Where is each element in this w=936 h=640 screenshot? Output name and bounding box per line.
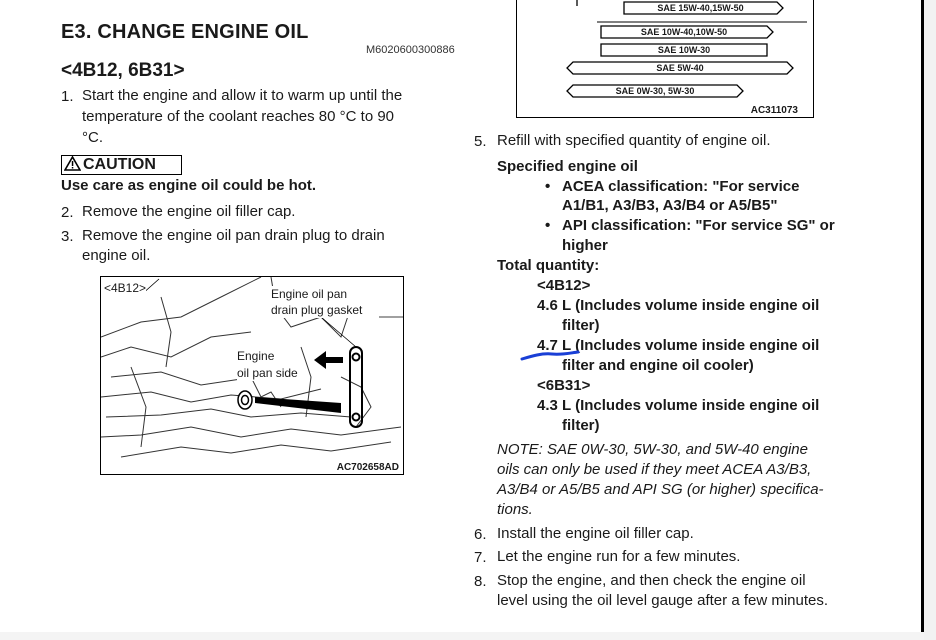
gasket-label-line-2: drain plug gasket	[271, 302, 363, 318]
page-right-border	[921, 0, 924, 640]
note-line-2: oils can only be used if they meet ACEA …	[497, 461, 812, 478]
figure-code: AC311073	[750, 105, 798, 116]
engine-models-subtitle: <4B12, 6B31>	[61, 60, 185, 81]
step-7-text: Let the engine run for a few minutes.	[497, 548, 741, 565]
api-line-2: higher	[562, 237, 608, 254]
6b31-tag: <6B31>	[537, 377, 591, 394]
oil-pan-side-label-line-1: Engine	[237, 348, 275, 364]
blue-pen-underline	[520, 350, 580, 361]
quantity-4-6-line-2: filter)	[562, 317, 600, 334]
engine-oil-pan-illustration	[101, 277, 403, 458]
step-3-number: 3.	[61, 228, 74, 245]
oil-viscosity-figure: SAE 15W-40,15W-50 SAE 10W-40,10W-50 SAE …	[516, 0, 814, 118]
step-1-line-3: °C.	[82, 129, 103, 146]
step-5-text: Refill with specified quantity of engine…	[497, 132, 771, 149]
quantity-4-6-line-1: 4.6 L (Includes volume inside engine oil	[537, 297, 820, 314]
drain-plug-figure: <4B12> Engine oil pan drain plug gasket …	[100, 276, 404, 475]
acea-line-2: A1/B1, A3/B3, A3/B4 or A5/B5"	[562, 197, 778, 214]
document-code: M6020600300886	[366, 44, 455, 56]
step-3-line-2: engine oil.	[82, 247, 151, 264]
step-6-number: 6.	[474, 526, 487, 543]
viscosity-band-arrows	[566, 0, 807, 98]
figure-code: AC702658AD	[336, 462, 399, 473]
step-1-line-1: Start the engine and allow it to warm up…	[82, 87, 403, 104]
figure-engine-tag: <4B12>	[104, 280, 147, 296]
acea-line-1: ACEA classification: "For service	[562, 178, 800, 195]
gasket-label-line-1: Engine oil pan	[271, 286, 348, 302]
warning-triangle-icon	[63, 155, 82, 171]
step-8-number: 8.	[474, 573, 487, 590]
total-quantity-heading: Total quantity:	[497, 257, 600, 274]
quantity-4-7-line-1: 4.7 L (Includes volume inside engine oil	[537, 337, 820, 354]
step-8-line-1: Stop the engine, and then check the engi…	[497, 572, 806, 589]
window-edge	[924, 0, 936, 640]
caution-text: Use care as engine oil could be hot.	[61, 177, 317, 194]
quantity-4-7-line-2: filter and engine oil cooler)	[562, 357, 754, 374]
section-title: E3. CHANGE ENGINE OIL	[61, 21, 309, 43]
band-10w-30: SAE 10W-30	[657, 45, 711, 55]
4b12-tag: <4B12>	[537, 277, 591, 294]
step-5-number: 5.	[474, 133, 487, 150]
step-6-text: Install the engine oil filler cap.	[497, 525, 694, 542]
band-5w-40: SAE 5W-40	[656, 63, 704, 73]
caution-label: CAUTION	[83, 156, 156, 173]
caution-badge: CAUTION	[61, 155, 182, 175]
step-3-line-1: Remove the engine oil pan drain plug to …	[82, 227, 385, 244]
band-15w: SAE 15W-40,15W-50	[657, 3, 744, 13]
step-7-number: 7.	[474, 549, 487, 566]
band-10w-40: SAE 10W-40,10W-50	[640, 27, 728, 37]
specified-oil-heading: Specified engine oil	[497, 158, 638, 175]
window-bottom-edge	[0, 632, 924, 640]
step-2-number: 2.	[61, 204, 74, 221]
step-2-text: Remove the engine oil filler cap.	[82, 203, 296, 220]
band-0w-30: SAE 0W-30, 5W-30	[615, 86, 695, 96]
bullet-dot: •	[545, 178, 551, 195]
step-8-line-2: level using the oil level gauge after a …	[497, 592, 829, 609]
quantity-4-3-line-1: 4.3 L (Includes volume inside engine oil	[537, 397, 820, 414]
oil-pan-side-label-line-2: oil pan side	[237, 365, 298, 381]
quantity-4-3-line-2: filter)	[562, 417, 600, 434]
note-line-1: NOTE: SAE 0W-30, 5W-30, and 5W-40 engine	[497, 441, 808, 458]
note-line-3: A3/B4 or A5/B5 and API SG (or higher) sp…	[497, 481, 824, 498]
api-line-1: API classification: "For service SG" or	[562, 217, 835, 234]
bullet-dot: •	[545, 217, 551, 234]
note-line-4: tions.	[497, 501, 533, 518]
step-1-number: 1.	[61, 88, 74, 105]
step-1-line-2: temperature of the coolant reaches 80 °C…	[82, 108, 395, 125]
